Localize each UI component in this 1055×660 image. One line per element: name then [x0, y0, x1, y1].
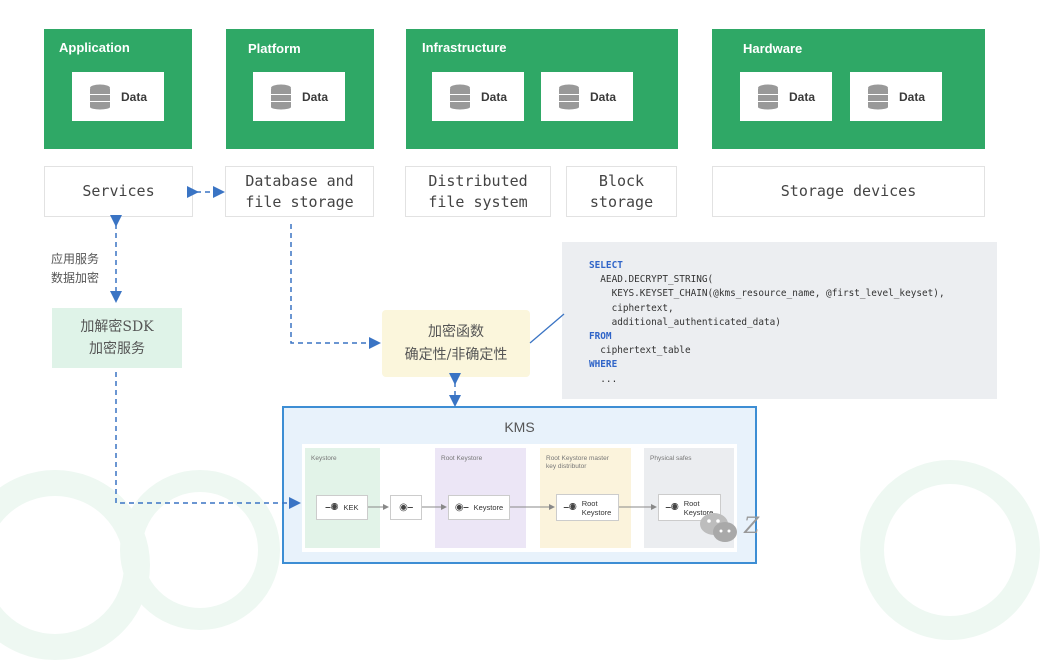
- sdk-box-label: 加解密SDK 加密服务: [80, 318, 154, 357]
- group-title: Application: [59, 40, 130, 55]
- key-card: ◉⎯: [390, 495, 422, 520]
- kms-connectors: [368, 504, 657, 510]
- key-icon: ⎯◉: [563, 502, 577, 513]
- data-card-label: Data: [480, 89, 507, 104]
- data-card: Data: [850, 72, 942, 121]
- data-card-label: Data: [589, 89, 616, 104]
- block-storage-box: Block storage: [566, 166, 677, 217]
- application-group: Application Data: [44, 29, 192, 149]
- key-card-label: Keystore: [473, 503, 504, 512]
- key-card-label: KEK: [343, 503, 359, 512]
- group-title: Infrastructure: [422, 40, 507, 55]
- wechat-icon: [700, 513, 737, 542]
- group-title: Platform: [248, 41, 301, 56]
- sql-keyword: WHERE: [589, 359, 618, 371]
- database-icon: [867, 84, 888, 109]
- distributed-file-system-box: Distributed file system: [405, 166, 551, 217]
- sql-keyword: FROM: [589, 331, 612, 343]
- database-icon: [558, 84, 579, 109]
- root-keystore-card: ⎯◉ Root Keystore: [556, 494, 619, 521]
- database-icon: [449, 84, 470, 109]
- key-icon: ◉⎯: [399, 502, 413, 513]
- data-card-label: Data: [301, 89, 328, 104]
- database-icon: [89, 84, 110, 109]
- key-icon: ⎯◉: [665, 502, 679, 513]
- services-box: Services: [44, 166, 193, 217]
- data-card-label: Data: [788, 89, 815, 104]
- sql-connector-line: [529, 313, 565, 344]
- data-card: Data: [253, 72, 345, 121]
- database-file-storage-box: Database and file storage: [225, 166, 374, 217]
- sql-line: ciphertext,: [589, 302, 674, 314]
- group-title: Hardware: [743, 41, 803, 56]
- encryption-function-label: 加密函数 确定性/非确定性: [404, 324, 508, 363]
- sql-code-panel: SELECT AEAD.DECRYPT_STRING( KEYS.KEYSET_…: [562, 242, 997, 399]
- key-card-label: Root Keystore: [683, 498, 714, 517]
- sql-keyword: SELECT: [589, 260, 623, 271]
- data-card: Data: [541, 72, 633, 121]
- storage-devices-box: Storage devices: [712, 166, 985, 217]
- keystore-card: ◉⎯ Keystore: [448, 495, 510, 520]
- database-icon: [270, 84, 291, 109]
- sql-code: SELECT AEAD.DECRYPT_STRING( KEYS.KEYSET_…: [589, 259, 945, 387]
- watermark-text: Z: [744, 514, 760, 539]
- sql-line: additional_authenticated_data): [589, 316, 781, 328]
- key-icon: ◉⎯: [454, 502, 469, 513]
- services-label: Services: [82, 182, 155, 200]
- infrastructure-group: Infrastructure Data Data: [406, 29, 678, 149]
- storage-devices-label: Storage devices: [780, 182, 917, 200]
- sql-line: KEYS.KEYSET_CHAIN(@kms_resource_name, @f…: [589, 288, 945, 300]
- kms-diagram: Keystore Root Keystore Root Keystore mas…: [302, 444, 737, 552]
- background-decoration-mid: [120, 470, 280, 630]
- kms-container: KMS Keystore Root Keystore Root Keystore…: [282, 406, 757, 564]
- data-card: Data: [72, 72, 164, 121]
- key-card-label: Root Keystore: [581, 498, 612, 517]
- zone-label: Root Keystore: [441, 455, 483, 462]
- sql-line: AEAD.DECRYPT_STRING(: [589, 274, 714, 286]
- data-card: Data: [740, 72, 832, 121]
- kek-card: ⎯◉ KEK: [316, 495, 368, 520]
- encryption-function-box: 加密函数 确定性/非确定性: [382, 310, 530, 377]
- platform-group: Platform Data: [226, 29, 374, 149]
- database-function-arrow: [290, 224, 381, 349]
- data-card-label: Data: [898, 89, 925, 104]
- distributed-file-system-label: Distributed file system: [428, 171, 528, 211]
- data-card: Data: [432, 72, 524, 121]
- zone-label: Keystore: [311, 455, 337, 462]
- sdk-box: 加解密SDK 加密服务: [52, 308, 182, 368]
- kms-title: KMS: [504, 419, 535, 435]
- block-storage-label: Block storage: [589, 171, 654, 211]
- database-icon: [757, 84, 778, 109]
- data-card-label: Data: [120, 89, 147, 104]
- database-file-storage-label: Database and file storage: [245, 171, 354, 211]
- physical-root-keystore-card: ⎯◉ Root Keystore: [658, 494, 721, 521]
- background-decoration-right: [860, 460, 1040, 640]
- zone-label: Physical safes: [650, 455, 692, 462]
- zone-label: Root Keystore master key distributor: [546, 455, 609, 471]
- sql-line: ciphertext_table: [589, 345, 691, 357]
- sql-line: ...: [589, 373, 618, 385]
- key-icon: ⎯◉: [325, 502, 339, 513]
- hardware-group: Hardware Data Data: [712, 29, 985, 149]
- app-encryption-label: 应用服务 数据加密: [50, 252, 99, 286]
